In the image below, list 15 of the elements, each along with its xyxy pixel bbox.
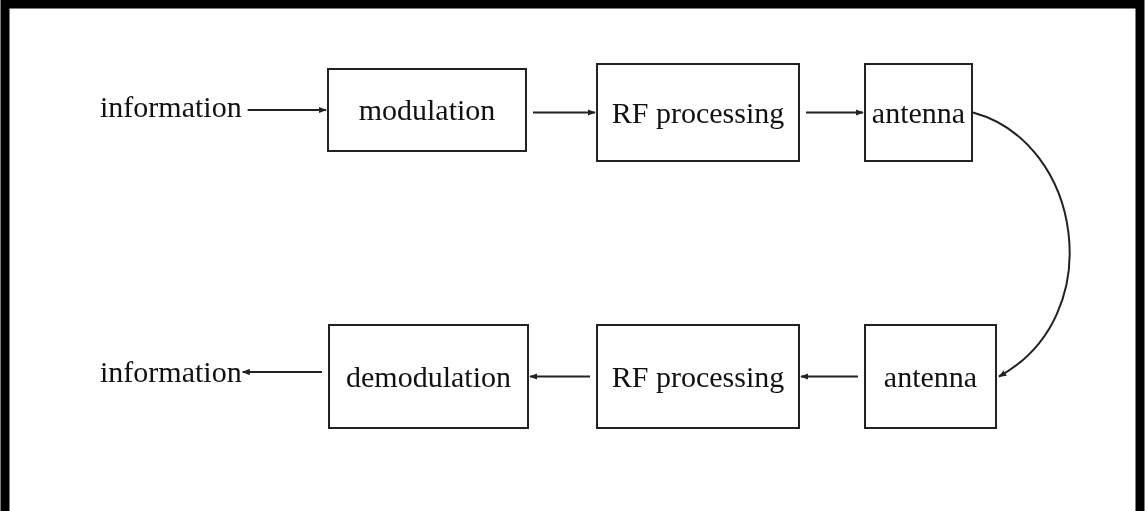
arrow	[529, 373, 591, 380]
arrow	[246, 106, 327, 114]
process-box: demodulation	[328, 324, 529, 429]
arrow	[532, 109, 596, 116]
process-box: antenna	[864, 63, 973, 162]
text-label: information	[100, 355, 242, 389]
process-box: antenna	[864, 324, 997, 429]
arrow	[805, 109, 864, 116]
arrow	[241, 368, 323, 376]
text-label: information	[100, 90, 242, 124]
arrow	[972, 111, 1071, 378]
process-box: modulation	[327, 68, 527, 152]
process-box: RF processing	[596, 63, 800, 162]
arrow	[800, 373, 859, 380]
process-box: RF processing	[596, 324, 800, 429]
